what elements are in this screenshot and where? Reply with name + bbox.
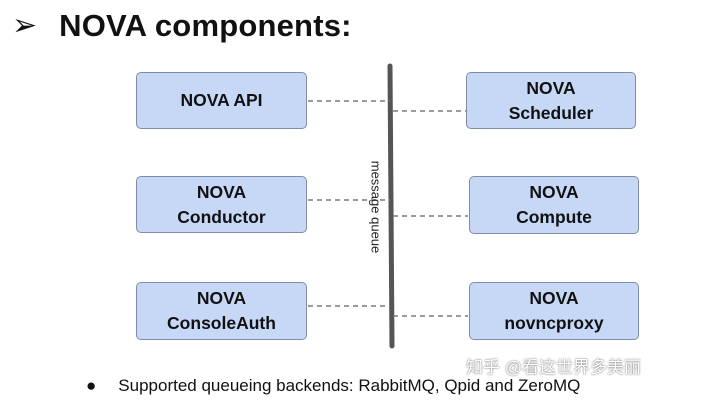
nova-consoleauth-box: NOVA ConsoleAuth xyxy=(136,282,307,340)
nova-conductor-line2: Conductor xyxy=(177,206,266,227)
nova-scheduler-line2: Scheduler xyxy=(508,102,594,123)
nova-conductor-line1: NOVA xyxy=(196,181,247,202)
message-queue-bus xyxy=(387,63,395,349)
nova-consoleauth-line2: ConsoleAuth xyxy=(167,313,276,333)
message-queue-text: message queue xyxy=(368,160,384,254)
watermark: 知乎 @看这世界多美丽 xyxy=(466,358,641,377)
nova-compute-box: NOVA Compute xyxy=(469,176,639,234)
arrow-bullet-icon: ➢ xyxy=(12,9,38,42)
backends-text: Supported queueing backends: RabbitMQ, Q… xyxy=(118,376,581,395)
slide-title: ➢ NOVA components: xyxy=(12,4,352,48)
nova-conductor-box: NOVA Conductor xyxy=(136,176,307,233)
nova-consoleauth-line1: NOVA xyxy=(196,288,247,308)
title-text: NOVA components: xyxy=(59,8,352,43)
nova-novncproxy-line1: NOVA xyxy=(529,288,579,308)
nova-novncproxy-box: NOVA novncproxy xyxy=(469,282,639,340)
backends-bullet: ● Supported queueing backends: RabbitMQ,… xyxy=(86,376,580,396)
nova-compute-line2: Compute xyxy=(516,207,592,227)
nova-novncproxy-line2: novncproxy xyxy=(504,313,604,333)
bullet-dot-icon: ● xyxy=(86,376,97,395)
nova-api-label: NOVA API xyxy=(180,90,263,110)
nova-scheduler-line1: NOVA xyxy=(526,77,576,98)
nova-compute-line1: NOVA xyxy=(529,182,579,202)
nova-api-box: NOVA API xyxy=(136,72,307,129)
nova-scheduler-box: NOVA Scheduler xyxy=(466,72,636,129)
